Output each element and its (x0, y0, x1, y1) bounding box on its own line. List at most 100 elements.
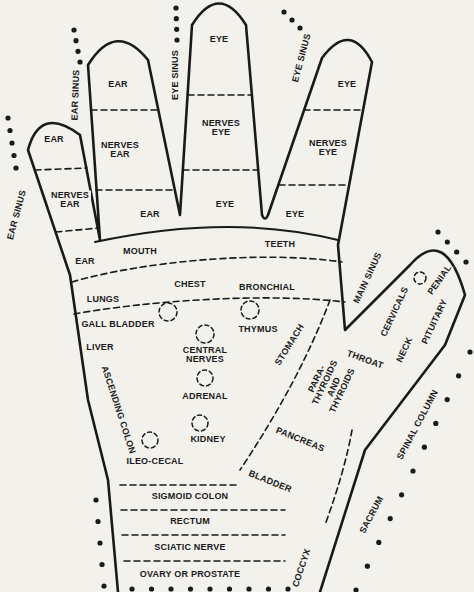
reflex-dot (77, 59, 82, 64)
reflex-dot (365, 564, 370, 569)
organ-label: EYE (337, 80, 358, 89)
reflex-dot (188, 586, 193, 591)
organ-label: NERVES EAR (99, 141, 141, 160)
reflex-dot (289, 17, 294, 22)
reflex-dot (285, 586, 290, 591)
reflex-dot (454, 249, 459, 254)
organ-label: SPINAL COLUMN (395, 388, 441, 463)
organ-label: EAR (43, 135, 65, 144)
reflex-dot (73, 38, 78, 43)
zone-divider (72, 257, 342, 282)
reflex-dot (11, 153, 16, 158)
reflex-dot (445, 397, 450, 402)
organ-label: EAR SINUS (70, 68, 81, 121)
reflex-dot (7, 128, 12, 133)
organ-label: CENTRAL NERVES (174, 346, 236, 365)
organ-point (241, 301, 259, 319)
reflex-dot (410, 468, 415, 473)
organ-label: BLADDER (246, 469, 293, 496)
organ-label: NERVES EAR (49, 191, 91, 210)
organ-label: CHEST (173, 280, 207, 289)
reflex-dot (227, 586, 232, 591)
organ-label: ILEO-CECAL (126, 457, 185, 466)
organ-label: EYE (209, 35, 230, 44)
organ-point (142, 432, 158, 448)
reflex-dot (129, 586, 134, 591)
organ-points (142, 272, 426, 448)
reflex-dot (445, 239, 450, 244)
reflex-dot (168, 586, 173, 591)
organ-label: TEETH (264, 240, 297, 249)
reflex-dot (281, 9, 286, 14)
organ-label: PANCREAS (273, 426, 326, 455)
organ-point (197, 370, 213, 386)
reflex-dot (173, 5, 178, 10)
organ-point (196, 325, 214, 343)
finger-divider (279, 184, 348, 186)
organ-label: EAR (139, 210, 161, 219)
organ-label: EAR (107, 80, 129, 89)
organ-label: OVARY OR PROSTATE (139, 570, 241, 579)
finger-divider (188, 94, 252, 96)
organ-label: GALL BLADDER (80, 320, 155, 329)
finger-divider (304, 109, 363, 111)
reflex-dot (101, 583, 106, 588)
finger-divider (35, 168, 87, 170)
organ-label: SACRUM (358, 494, 386, 536)
organ-label: EYE SINUS (291, 32, 314, 85)
organ-label: PITUITARY (420, 297, 450, 347)
reflex-dot (71, 27, 76, 32)
reflex-dot (207, 586, 212, 591)
reflex-dot (174, 27, 179, 32)
organ-label: LUNGS (86, 295, 121, 304)
finger-divider (96, 189, 174, 191)
finger-base-line (95, 227, 338, 242)
organ-label: CERVICALS (379, 285, 411, 339)
organ-label: NERVES EYE (305, 139, 351, 158)
organ-label: EYE (215, 200, 236, 209)
hand-outline (28, 4, 465, 592)
organ-label: ADRENAL (181, 392, 228, 401)
reflex-dot (149, 586, 154, 591)
organ-label: PENIAL (426, 262, 454, 297)
reflex-dot (433, 421, 438, 426)
reflex-dot (463, 259, 468, 264)
reflex-dot (13, 165, 18, 170)
organ-label: EAR SINUS (6, 188, 29, 241)
reflex-dot (297, 25, 302, 30)
organ-label: RECTUM (169, 517, 211, 526)
organ-label: MAIN SINUS (352, 250, 385, 306)
reflex-dot (99, 562, 104, 567)
reflex-dot (9, 140, 14, 145)
reflex-dots (5, 5, 472, 592)
zone-divider (124, 560, 285, 562)
organ-label: SIGMOID COLON (151, 492, 230, 501)
reflex-dot (93, 497, 98, 502)
reflex-dot (422, 445, 427, 450)
reflex-dot (174, 16, 179, 21)
reflex-dot (75, 49, 80, 54)
organ-label: BRONCHIAL (238, 283, 296, 292)
organ-label: LIVER (85, 343, 115, 352)
reflex-dot (467, 349, 472, 354)
organ-label: NERVES EYE (198, 119, 244, 138)
organ-label: THYMUS (237, 325, 278, 334)
reflex-dot (353, 587, 358, 592)
organ-label: COCCYX (291, 547, 313, 590)
organ-label: SCIATIC NERVE (153, 543, 226, 552)
reflex-dot (399, 492, 404, 497)
reflex-dot (266, 586, 271, 591)
organ-label: MOUTH (122, 247, 158, 256)
reflex-dot (456, 373, 461, 378)
reflex-dot (5, 115, 10, 120)
organ-label: ASCENDING COLON (99, 364, 137, 456)
finger-divider (91, 109, 158, 111)
organ-point (192, 415, 208, 431)
organ-label: NECK (395, 335, 416, 365)
reflex-dot (376, 540, 381, 545)
zone-divider (120, 484, 240, 486)
organ-label: EYE SINUS (171, 49, 180, 101)
organ-point (414, 272, 426, 284)
finger-divider (183, 169, 258, 171)
